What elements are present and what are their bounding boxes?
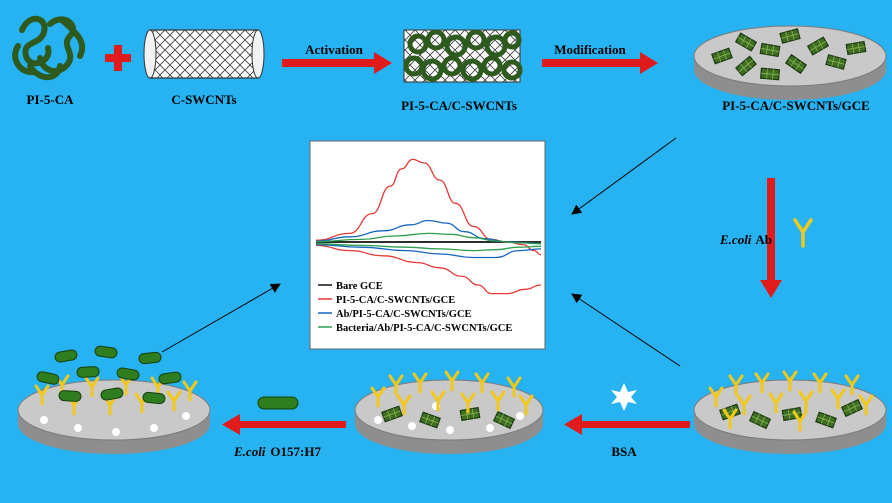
pi5ca-polymer-cluster	[12, 16, 85, 81]
cv-curve-2-forward	[315, 158, 542, 256]
arrow-bacteria-electrode-to-chart	[161, 283, 281, 353]
bsa-star-icon	[611, 383, 637, 411]
bsa-blocked-electrode	[354, 370, 544, 454]
bsa-step-arrow	[564, 414, 690, 435]
electrode-label: PI-5-CA/C-SWCNTs/GCE	[722, 98, 870, 113]
cv-chart: Bare GCE PI-5-CA/C-SWCNTs/GCE Ab/PI-5-CA…	[309, 140, 546, 350]
legend-pi5ca-electrode: PI-5-CA/C-SWCNTs/GCE	[336, 295, 455, 306]
bacteria-captured-electrode	[17, 345, 211, 454]
arrow-electrode-to-chart	[571, 137, 677, 215]
cv-curve-4-forward	[315, 232, 542, 245]
antibody-icon	[793, 218, 813, 248]
chart-legend: Bare GCE PI-5-CA/C-SWCNTs/GCE Ab/PI-5-CA…	[318, 281, 512, 334]
activation-arrow	[282, 52, 392, 74]
bsa-label: BSA	[611, 444, 637, 459]
modified-electrode	[693, 25, 887, 100]
pi5ca-label: PI-5-CA	[27, 92, 75, 107]
ecoli-step-arrow	[222, 414, 346, 435]
legend-ab-electrode: Ab/PI-5-CA/C-SWCNTs/GCE	[336, 309, 472, 320]
cv-curve-4-reverse	[315, 243, 542, 252]
composite-label: PI-5-CA/C-SWCNTs	[401, 98, 517, 113]
legend-bare-gce: Bare GCE	[336, 281, 383, 292]
modification-arrow	[542, 52, 658, 74]
antibody-electrode	[693, 370, 887, 454]
composite-tube	[403, 29, 523, 83]
ecoli-bacterium-icon	[257, 396, 299, 410]
plus-sign	[105, 45, 131, 71]
modification-label: Modification	[554, 42, 626, 57]
cswcnt-tube	[143, 29, 265, 79]
legend-bacteria-electrode: Bacteria/Ab/PI-5-CA/C-SWCNTs/GCE	[336, 323, 512, 334]
activation-label: Activation	[305, 42, 364, 57]
arrow-antibody-electrode-to-chart	[571, 293, 681, 367]
cv-curve-2-reverse	[315, 244, 542, 295]
cv-curve-3-reverse	[315, 243, 542, 259]
antibody-step-arrow	[760, 178, 782, 298]
cswcnts-label: C-SWCNTs	[171, 92, 236, 107]
